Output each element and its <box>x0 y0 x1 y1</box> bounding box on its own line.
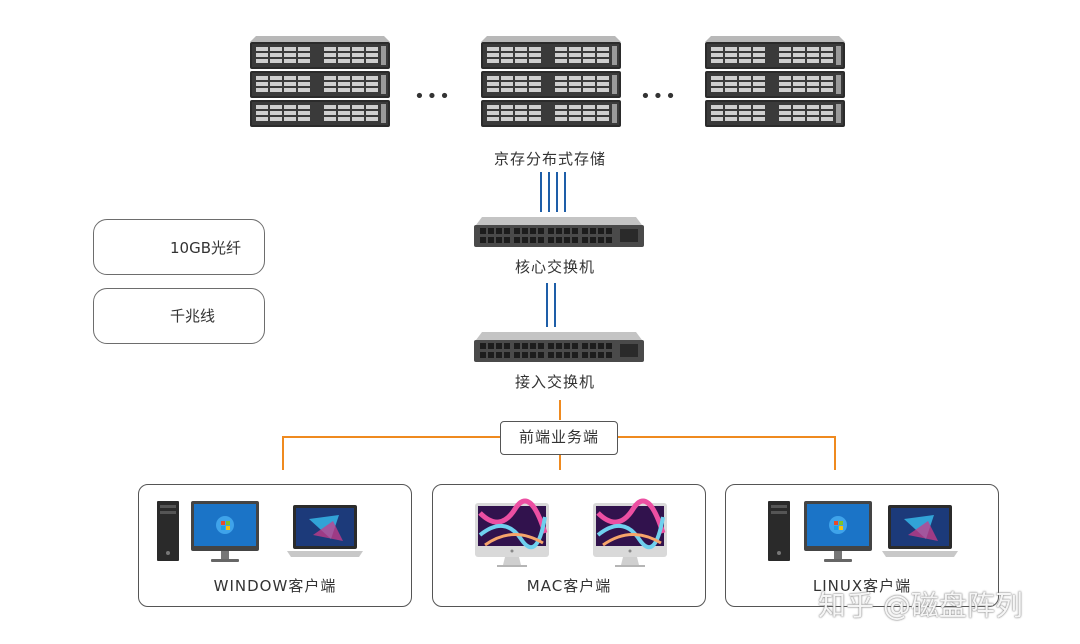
frontend-service-node: 前端业务端 <box>500 421 618 455</box>
linux-monitor-icon <box>804 501 872 562</box>
imac-left-icon <box>475 501 549 567</box>
mac-client-label: MAC客户端 <box>526 577 612 595</box>
linux-client-label: LINUX客户端 <box>812 577 912 595</box>
storage-server-left <box>250 36 390 127</box>
core-switch-device <box>474 217 644 247</box>
windows-client-group: WINDOW客户端 <box>138 484 412 607</box>
windows-monitor-icon <box>191 501 259 562</box>
access-switch-label: 接入交换机 <box>514 373 595 391</box>
linux-tower-icon <box>768 501 790 561</box>
storage-server-right <box>705 36 845 127</box>
windows-tower-icon <box>157 501 179 561</box>
legend-fiber <box>93 219 265 275</box>
fiber-link-core-access <box>546 283 556 327</box>
storage-server-center <box>481 36 621 127</box>
legend-fiber-label: 10GB光纤 <box>170 239 242 257</box>
legend-gigabit <box>93 288 265 344</box>
storage-ellipsis-right: ••• <box>640 86 678 107</box>
frontend-service-label: 前端业务端 <box>518 428 599 446</box>
windows-laptop-icon <box>287 505 363 557</box>
core-switch-label: 核心交换机 <box>514 258 595 276</box>
zhihu-watermark: 知乎 @磁盘阵列 <box>818 589 1023 622</box>
access-switch-device <box>474 332 644 362</box>
mac-client-group: MAC客户端 <box>432 484 706 607</box>
storage-ellipsis-left: ••• <box>414 86 452 107</box>
windows-client-label: WINDOW客户端 <box>213 577 337 595</box>
legend-gigabit-label: 千兆线 <box>170 307 216 325</box>
linux-laptop-icon <box>882 505 958 557</box>
imac-right-icon <box>593 501 667 567</box>
linux-client-group: LINUX客户端 <box>725 484 999 607</box>
storage-label: 京存分布式存储 <box>493 150 606 168</box>
gigabit-links <box>282 400 836 470</box>
fiber-link-storage-core <box>540 172 566 212</box>
